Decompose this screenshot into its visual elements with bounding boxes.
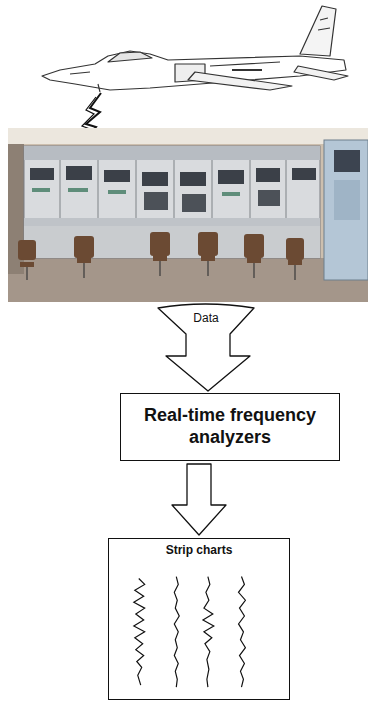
node-title: Strip charts bbox=[109, 539, 289, 557]
chart-box: Strip charts bbox=[108, 538, 290, 700]
process-box: Real-time frequency analyzers bbox=[120, 393, 340, 461]
flow-arrow bbox=[172, 464, 226, 535]
node-title: Real-time frequency analyzers bbox=[121, 399, 339, 454]
control-room-photo bbox=[8, 128, 368, 302]
flow-label: Data bbox=[183, 311, 229, 325]
chart-trace bbox=[203, 577, 214, 688]
data-flow-arrow bbox=[158, 304, 254, 391]
jet-aircraft bbox=[42, 6, 348, 92]
strip-chart-traces bbox=[109, 539, 289, 699]
chart-trace bbox=[239, 577, 246, 688]
chart-trace bbox=[174, 577, 179, 688]
chart-trace bbox=[134, 579, 145, 686]
